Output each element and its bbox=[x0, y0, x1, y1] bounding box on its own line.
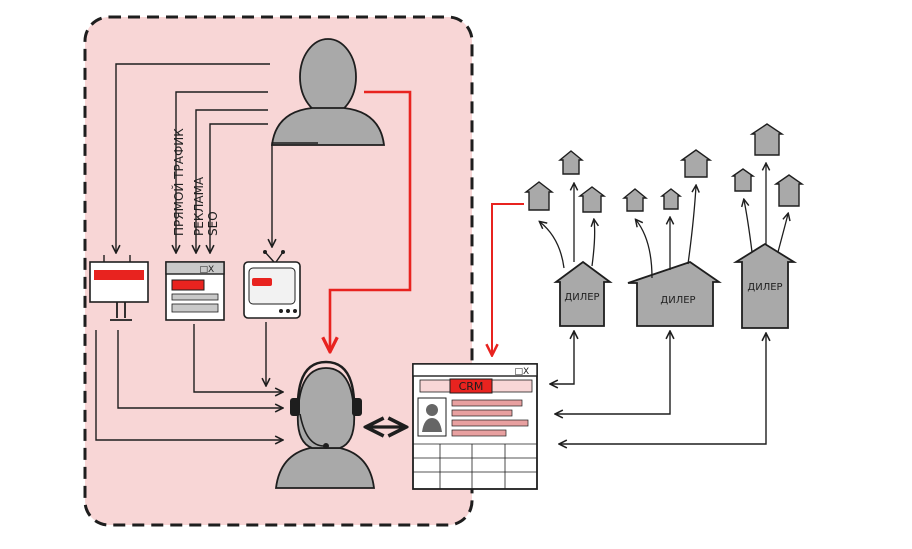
channel-label-direct: ПРЯМОЙ ТРАФИК bbox=[171, 128, 186, 236]
customer-figure bbox=[270, 38, 386, 146]
crm-to-dealers-arrow bbox=[492, 203, 524, 354]
dealer-1-label: ДИЛЕР bbox=[564, 292, 599, 303]
crm-title: CRM bbox=[459, 380, 484, 393]
dealer-branches bbox=[523, 123, 805, 213]
crm-window-controls: _□X bbox=[509, 367, 529, 377]
call-center-operator bbox=[274, 360, 376, 489]
dealer-3-label: ДИЛЕР bbox=[747, 282, 782, 293]
channel-to-operator-arrows bbox=[95, 322, 282, 440]
dealer-2: ДИЛЕР bbox=[627, 261, 722, 327]
dealer-3: ДИЛЕР bbox=[732, 242, 798, 329]
dealer-1: ДИЛЕР bbox=[553, 260, 613, 327]
channel-label-seo: SEO bbox=[206, 211, 220, 236]
crm-dealer-links bbox=[551, 332, 766, 444]
direct-contact-arrow bbox=[330, 90, 412, 350]
billboard-icon bbox=[89, 255, 149, 321]
channel-label-ads: РЕКЛАМА bbox=[192, 176, 206, 236]
browser-window-icon: _□X bbox=[165, 261, 225, 321]
browser-window-controls: _□X bbox=[194, 265, 214, 275]
customer-to-channel-arrows bbox=[116, 63, 318, 252]
dealer-branch-arrows bbox=[540, 164, 788, 279]
crm-window: _□X CRM bbox=[412, 363, 538, 490]
tv-icon bbox=[243, 250, 301, 319]
dealer-2-label: ДИЛЕР bbox=[660, 295, 695, 306]
